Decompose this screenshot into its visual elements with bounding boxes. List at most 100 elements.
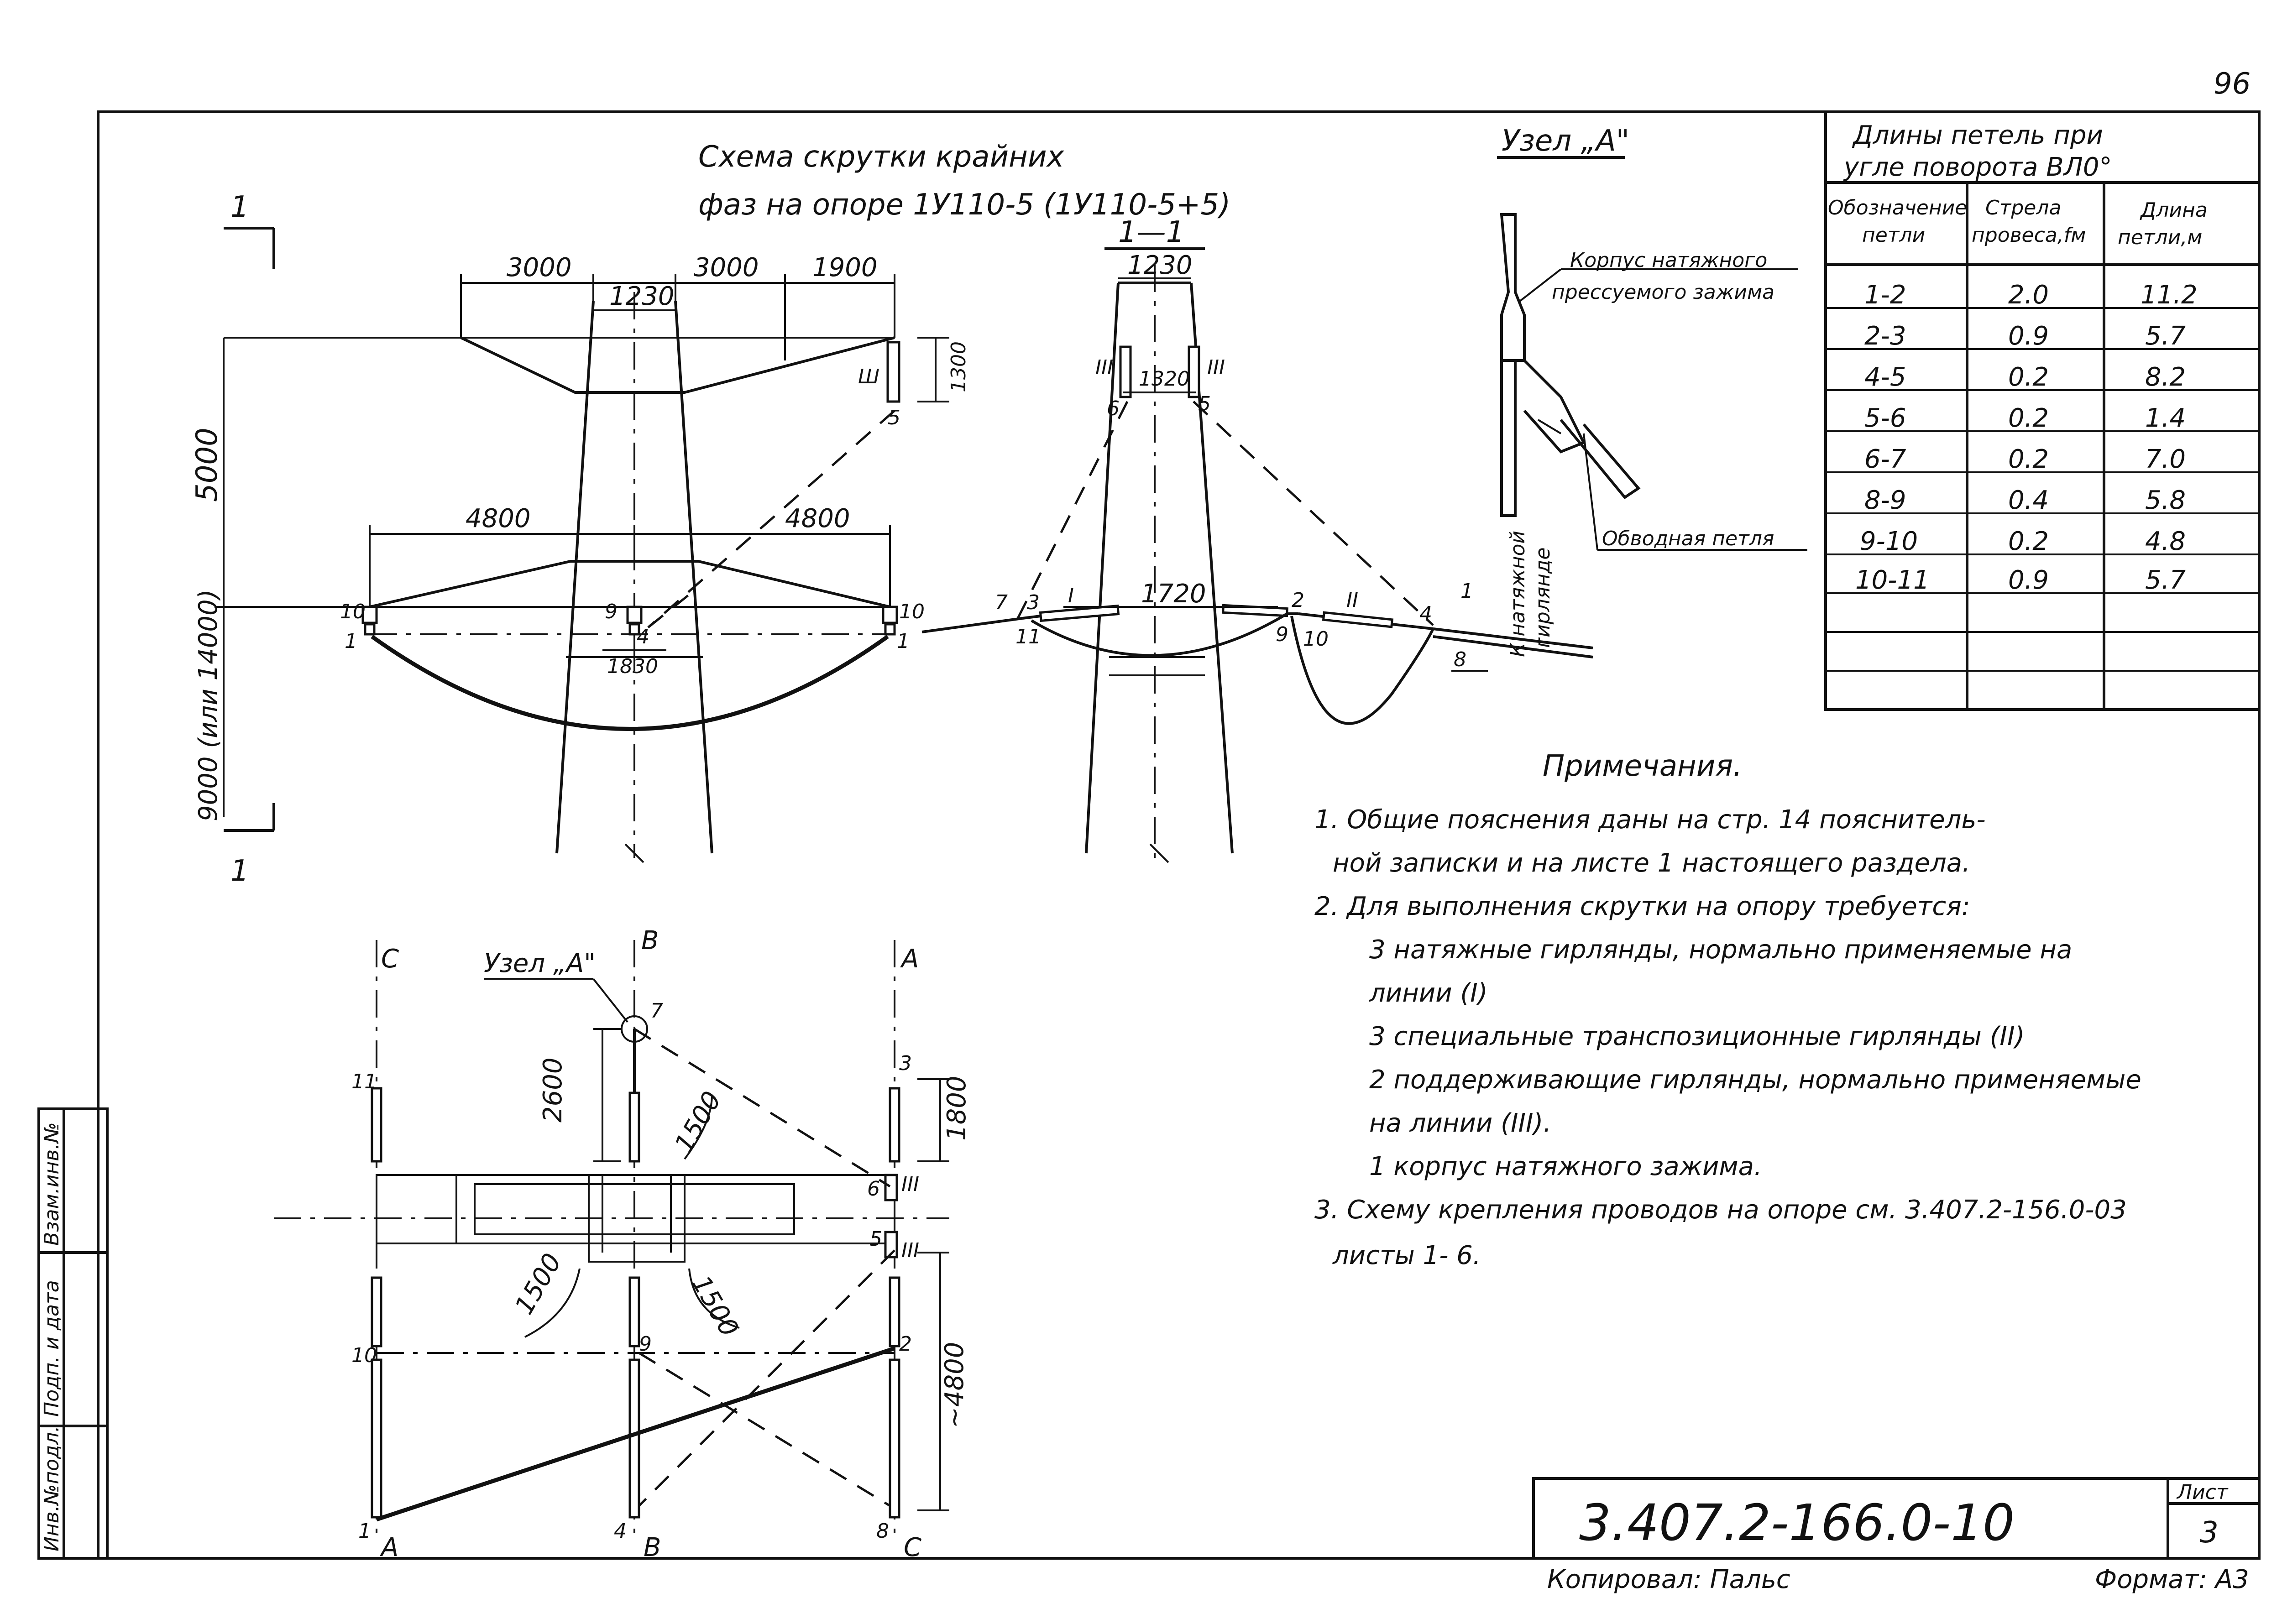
table-cell: 0.2 — [2008, 444, 2049, 474]
section-mark-bottom: 1 — [224, 803, 275, 888]
stamp-label-sign: Подп. и дата — [40, 1280, 63, 1417]
footer-copied: Копировал: Пальс — [1547, 1565, 1790, 1594]
svg-text:1: 1 — [230, 854, 249, 888]
table-cell: 0.9 — [2008, 565, 2049, 595]
stamp-label-replace: Взам.инв.№ — [40, 1122, 63, 1246]
table-cell: 0.9 — [2008, 321, 2049, 351]
note-line: листы 1- 6. — [1332, 1241, 1481, 1270]
point-4-section: 4 — [1419, 602, 1432, 626]
node-a-title: Узел „А" — [1502, 124, 1629, 158]
node-callout-string2: гирлянде — [1531, 548, 1554, 648]
table-cell: 0.4 — [2008, 486, 2049, 515]
note-line: 2 поддерживающие гирлянды, нормально при… — [1369, 1065, 2141, 1095]
point-7-plan: 7 — [650, 999, 663, 1023]
node-callout-body2: прессуемого зажима — [1552, 281, 1774, 304]
svg-text:II: II — [1346, 589, 1358, 612]
table-cell: 5.8 — [2145, 486, 2186, 515]
point-2-section: 2 — [1292, 589, 1304, 612]
point-11-section: 11 — [1015, 625, 1041, 648]
dim-1320: 1320 — [1139, 367, 1190, 391]
plan-view: C B A A B C Узел „А" 7 11 3 2600 180 — [274, 926, 972, 1562]
table-title-2: угле поворота ВЛ0° — [1843, 152, 2112, 182]
dim-5000: 5000 — [190, 428, 224, 502]
point-10-right: 10 — [899, 600, 925, 623]
page-number: 96 — [2214, 67, 2251, 101]
table-cell: 0.2 — [2008, 403, 2049, 433]
point-10-section: 10 — [1303, 627, 1329, 651]
table-cell: 10-11 — [1855, 565, 1930, 595]
notes: Примечания. 1. Общие пояснения даны на с… — [1314, 749, 2141, 1270]
point-5-plan: 5 — [869, 1227, 882, 1251]
table-head-c3b: петли,м — [2118, 226, 2202, 249]
point-3-section: 3 — [1027, 591, 1040, 614]
table-head-c1a: Обозначение — [1828, 196, 1967, 219]
dim-1300: 1300 — [947, 341, 970, 392]
note-line: ной записки и на листе 1 настоящего разд… — [1333, 848, 1970, 878]
table-cell: 8-9 — [1864, 486, 1906, 515]
note-line: 1. Общие пояснения даны на стр. 14 поясн… — [1314, 805, 1986, 835]
point-9-plan: 9 — [639, 1332, 652, 1356]
table-cell: 5-6 — [1864, 403, 1906, 433]
footer-format: Формат: А3 — [2095, 1565, 2249, 1594]
table-head-c2a: Стрела — [1985, 196, 2061, 219]
table-cell: 4.8 — [2145, 527, 2186, 556]
sheet-label: Лист — [2176, 1481, 2229, 1504]
dim-1800: 1800 — [942, 1076, 972, 1141]
phase-b-bot: B — [644, 1533, 661, 1562]
dim-9000: 9000 (или 14000) — [194, 589, 223, 821]
point-8-section: 8 — [1454, 648, 1466, 671]
note-line: 3. Схему крепления проводов на опоре см.… — [1314, 1195, 2127, 1225]
svg-text:III: III — [901, 1239, 919, 1262]
table-cell: 4-5 — [1864, 362, 1906, 392]
elevation-view: 3000 1230 3000 1900 Ш 5 1300 5000 9000 (… — [190, 253, 970, 863]
dim-1230-top: 1230 — [609, 282, 675, 311]
point-6-plan: 6 — [867, 1177, 880, 1201]
dim-1230-section: 1230 — [1127, 251, 1193, 280]
sheet-frame — [97, 110, 2261, 1560]
node-a-plan-label: Узел „А" — [484, 949, 596, 978]
table-cell: 5.7 — [2145, 321, 2186, 351]
point-7-section: 7 — [995, 591, 1008, 614]
drawing-title-line1: Схема скрутки крайних — [698, 140, 1065, 174]
note-line: 3 натяжные гирлянды, нормально применяем… — [1369, 935, 2072, 965]
note-line: на линии (III). — [1369, 1108, 1551, 1138]
point-8-plan: 8 — [876, 1520, 889, 1543]
phase-b-top: B — [641, 926, 659, 956]
point-6-section: 6 — [1107, 397, 1120, 420]
svg-text:III: III — [1095, 356, 1113, 379]
dim-1500-c: 1500 — [686, 1271, 744, 1342]
point-1-left: 1 — [345, 630, 357, 653]
svg-text:III: III — [901, 1173, 919, 1196]
point-10-plan: 10 — [351, 1344, 377, 1367]
table-head-c1b: петли — [1862, 224, 1925, 247]
phase-a-bot: A — [380, 1533, 398, 1562]
dim-3000-b: 3000 — [694, 253, 759, 282]
phase-c-top: C — [381, 944, 399, 974]
phase-c-bot: C — [904, 1533, 921, 1562]
dim-3000-a: 3000 — [507, 253, 572, 282]
note-line: линии (I) — [1369, 978, 1488, 1008]
point-9-section: 9 — [1276, 623, 1288, 646]
phase-a-top: A — [900, 944, 919, 974]
table-title-1: Длины петель при — [1852, 120, 2103, 150]
section-title: 1—1 — [1118, 215, 1184, 249]
point-3-plan: 3 — [899, 1052, 912, 1075]
dim-1830: 1830 — [607, 655, 658, 678]
dim-1500-a: 1500 — [669, 1086, 728, 1158]
point-5-elev: 5 — [888, 406, 900, 429]
table-cell: 0.2 — [2008, 362, 2049, 392]
table-cell: 5.7 — [2145, 565, 2186, 595]
point-1-section: 1 — [1460, 580, 1473, 603]
point-4-mid: 4 — [637, 625, 649, 648]
point-1-right: 1 — [897, 630, 910, 653]
note-line: 3 специальные транспозиционные гирлянды … — [1369, 1022, 2025, 1051]
dim-4800-plan: ~4800 — [940, 1342, 969, 1428]
left-stamp-strip: Инв.№подл. Подп. и дата Взам.инв.№ — [37, 1107, 109, 1560]
loop-length-table: Длины петель при угле поворота ВЛ0° Обоз… — [1824, 110, 2261, 711]
section-mark-top: 1 — [224, 190, 275, 269]
svg-text:I: I — [1068, 584, 1074, 607]
table-head-c3a: Длина — [2140, 198, 2208, 222]
node-callout-body: Корпус натяжного — [1570, 249, 1767, 272]
doc-number: 3.407.2-166.0-10 — [1579, 1493, 2015, 1552]
